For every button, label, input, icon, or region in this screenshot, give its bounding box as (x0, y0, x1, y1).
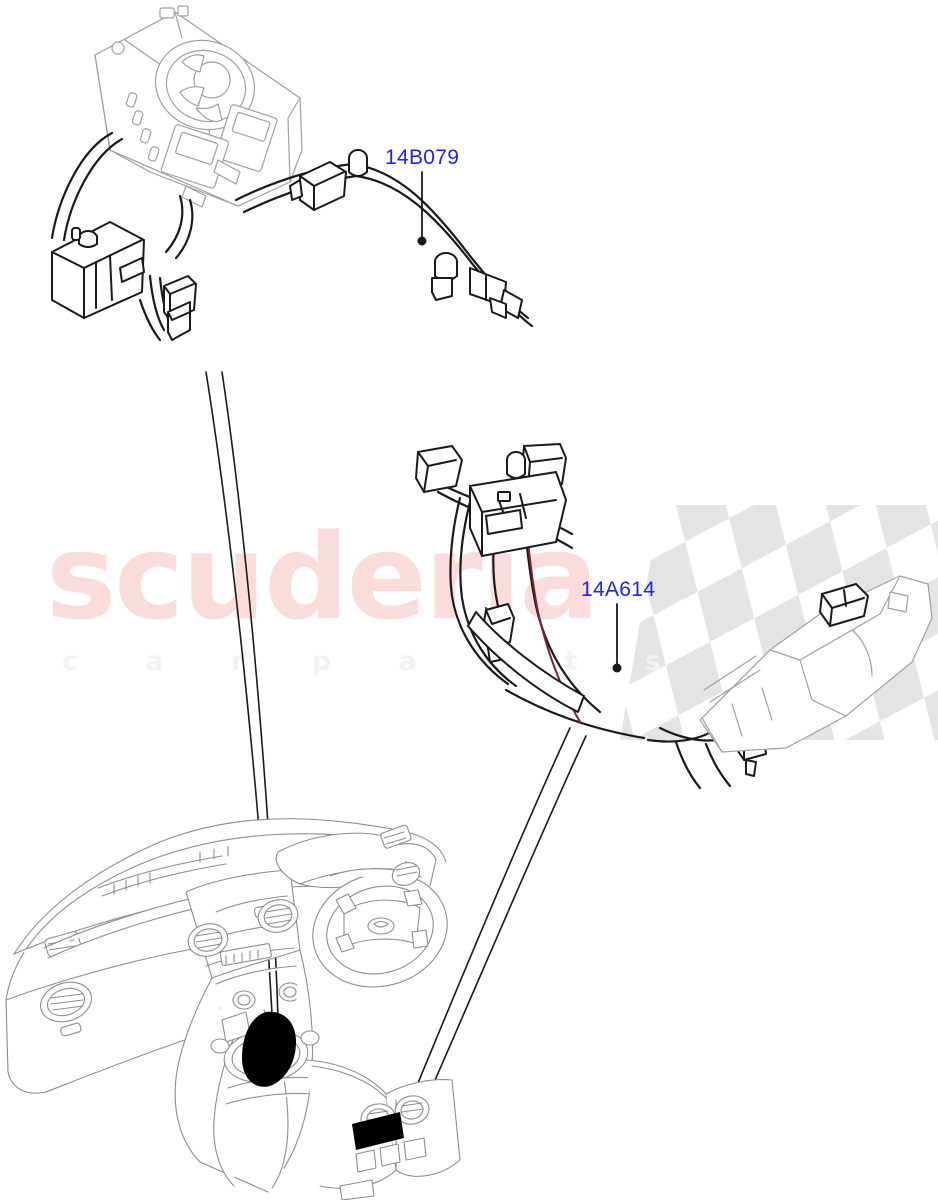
inline-connector-mid (289, 161, 347, 211)
part-number-label-14b079[interactable]: 14B079 (385, 146, 460, 169)
callout-leader-14b079 (417, 171, 427, 246)
callout-leader-14a614 (612, 603, 622, 673)
vehicle-interior-reference (5, 818, 461, 1200)
highlight-regions (242, 1011, 404, 1150)
rear-console-vent-panel (699, 575, 933, 753)
main-connector-block (51, 221, 145, 319)
center-console-mount-location (242, 1011, 296, 1087)
part-number-label-14a614[interactable]: 14A614 (581, 578, 656, 601)
rear-console-mount-location (352, 1112, 404, 1150)
branch-connector-lower-left (163, 275, 197, 341)
cable-clip-upper (348, 149, 368, 177)
terminal-end-connector (431, 252, 523, 319)
panel-connector (819, 583, 869, 627)
control-module (94, 5, 303, 208)
